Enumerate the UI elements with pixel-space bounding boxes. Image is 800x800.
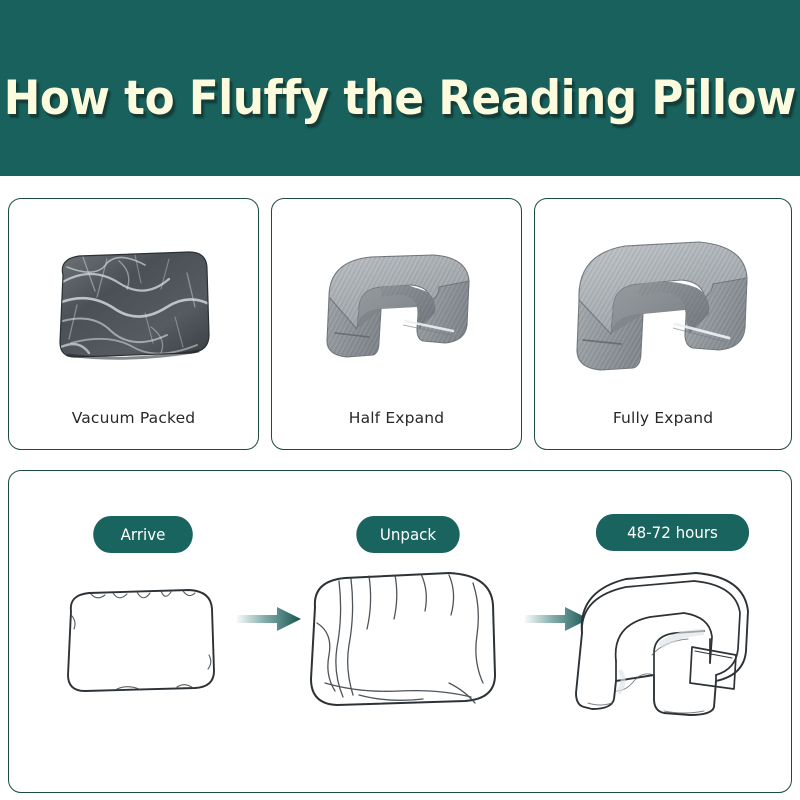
vacuum-sealed-bag-icon xyxy=(58,251,210,360)
illustration-flat-package xyxy=(57,581,227,706)
progress-arrow-2 xyxy=(525,604,591,639)
right-arrow-icon xyxy=(525,607,589,631)
puffy-package-outline-icon xyxy=(310,572,496,706)
timeline-badge-48-72-hours[interactable]: 48-72 hours xyxy=(595,514,750,551)
right-arrow-icon xyxy=(237,607,301,631)
half-expand-figure xyxy=(272,199,521,409)
flat-package-outline-icon xyxy=(67,589,215,692)
timeline-card: Arrive Unpack 48-72 hours xyxy=(8,470,792,793)
timeline-badge-arrive[interactable]: Arrive xyxy=(93,516,193,553)
stage-card-vacuum-packed: Vacuum Packed xyxy=(8,198,259,450)
expanded-pillow-outline-icon xyxy=(575,572,749,716)
illustration-expanded-pillow xyxy=(564,563,769,723)
illustration-puffy-package xyxy=(299,563,509,718)
fully-expand-figure xyxy=(535,199,791,409)
progress-arrow-1 xyxy=(237,604,303,639)
card-caption: Fully Expand xyxy=(612,409,714,427)
stage-card-half-expand: Half Expand xyxy=(271,198,522,450)
timeline-badge-unpack[interactable]: Unpack xyxy=(356,516,460,553)
header-banner: How to Fluffy the Reading Pillow xyxy=(0,0,800,176)
vacuum-packed-figure xyxy=(9,199,258,409)
card-caption: Vacuum Packed xyxy=(71,409,196,427)
stage-card-fully-expand: Fully Expand xyxy=(534,198,792,450)
u-shaped-foam-pillow-full-icon xyxy=(576,241,748,371)
page-title: How to Fluffy the Reading Pillow xyxy=(3,70,797,126)
u-shaped-foam-pillow-half-icon xyxy=(325,254,470,358)
timeline-content: Arrive Unpack 48-72 hours xyxy=(9,471,791,792)
card-caption: Half Expand xyxy=(348,409,445,427)
